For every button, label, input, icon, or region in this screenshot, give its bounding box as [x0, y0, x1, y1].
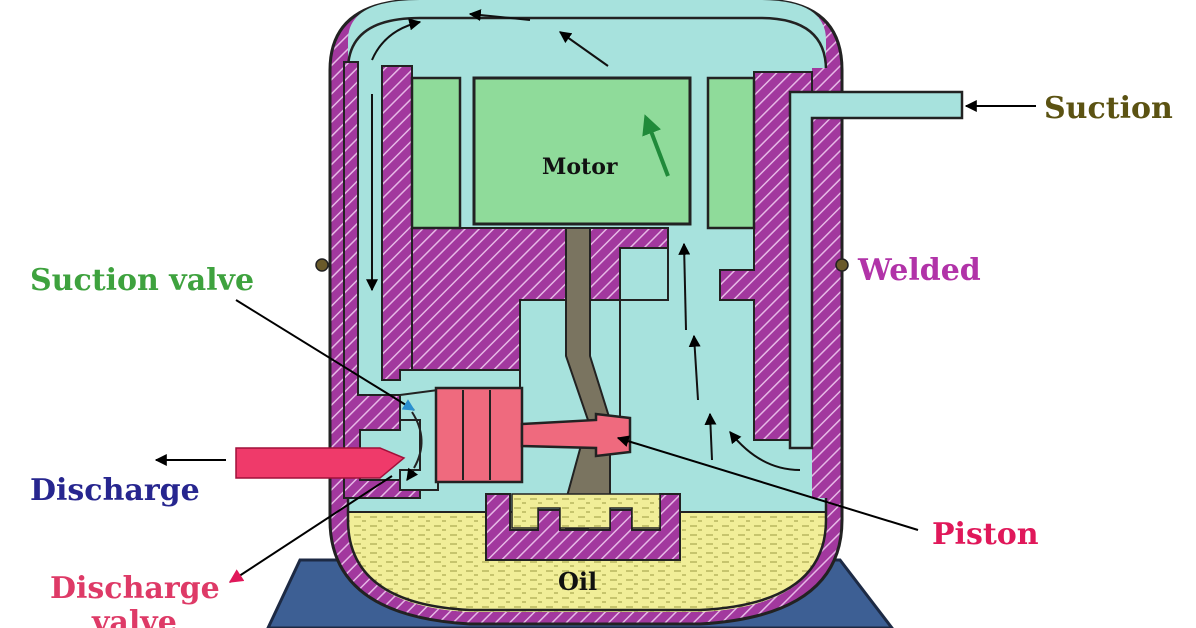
- label-discharge-valve-line2: valve: [91, 605, 177, 628]
- label-suction: Suction: [1044, 91, 1173, 126]
- label-discharge: Discharge: [30, 473, 200, 508]
- label-discharge-valve-line1: Discharge: [50, 571, 220, 606]
- right-wall: [812, 68, 828, 498]
- label-welded: Welded: [857, 253, 981, 288]
- weld-seam-left: [315, 258, 329, 272]
- stator-right: [706, 76, 756, 230]
- piston-assembly: [434, 386, 632, 484]
- label-oil: Oil: [558, 567, 597, 596]
- stator-left: [410, 76, 462, 230]
- suction-tube: [788, 90, 964, 450]
- gas-flow-arrows: [366, 9, 801, 471]
- label-suction-valve: Suction valve: [30, 263, 254, 298]
- suction-valve-leader: [235, 299, 416, 411]
- rotation-arrow: [642, 114, 670, 177]
- piston-head: [434, 386, 524, 484]
- discharge-valve-leader: [228, 475, 393, 583]
- label-motor: Motor: [542, 154, 618, 180]
- weld-seam-right: [835, 258, 849, 272]
- discharge-pipe: [235, 447, 406, 479]
- connecting-rod: [520, 412, 632, 458]
- motor-rotor: [472, 76, 692, 226]
- piston-leader: [616, 435, 919, 531]
- label-piston: Piston: [932, 517, 1039, 552]
